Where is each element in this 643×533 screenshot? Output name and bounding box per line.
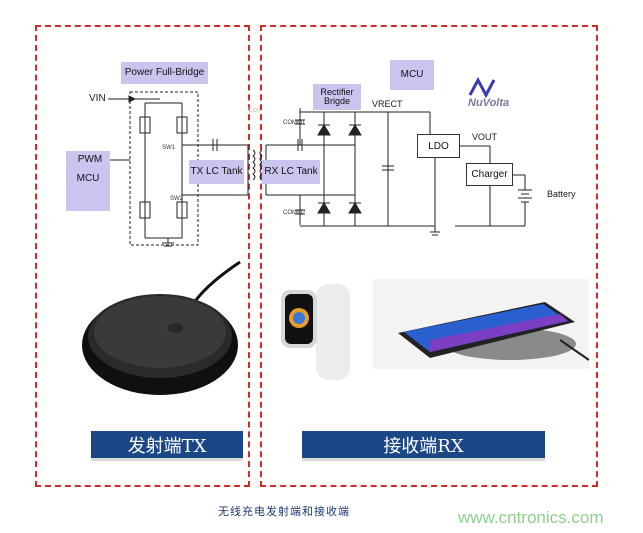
mosfet-q3 [139, 201, 151, 219]
rx-panel [260, 25, 598, 487]
comm2-label: COMM2 [283, 210, 306, 216]
sw2-label: SW2 [170, 196, 184, 202]
rx-coil [259, 149, 263, 181]
mosfet-q2 [176, 116, 188, 134]
diode-d1 [317, 124, 331, 136]
smartwatch-image [281, 284, 350, 380]
rx-tank-label: RX LC Tank [262, 160, 320, 184]
tx-mcu-box: PWM MCU [66, 151, 110, 211]
coil-label: Coil [248, 107, 261, 114]
rectifier-label: Rectifier Brigde [313, 84, 361, 110]
rx-mcu-box: MCU [390, 60, 434, 90]
full-bridge-label: Power Full-Bridge [121, 62, 208, 84]
mosfet-q4 [176, 201, 188, 219]
charger-box: Charger [466, 163, 513, 186]
rx-banner: 接收端RX [302, 431, 545, 461]
figure-caption: 无线充电发射端和接收端 [218, 505, 350, 518]
diode-d3 [317, 202, 331, 214]
phone-on-charger-image [373, 279, 590, 369]
tx-mcu-label: MCU [76, 172, 100, 184]
comm1-label: COMM1 [283, 120, 306, 126]
nuvolta-logo-text: NuVolta [468, 97, 510, 109]
full-bridge-outline [129, 91, 199, 246]
nuvolta-logo-mark [468, 76, 496, 99]
battery-label: Battery [547, 189, 576, 199]
tx-banner: 发射端TX [91, 431, 243, 461]
tx-coil [252, 149, 256, 181]
vrect-label: VRECT [372, 99, 403, 109]
sw1-label: SW1 [162, 145, 176, 151]
tx-tank-label: TX LC Tank [189, 160, 244, 184]
diode-d2 [348, 124, 362, 136]
pwm-label: PWM [77, 154, 103, 165]
watermark: www.cntronics.com [458, 508, 604, 527]
vout-label: VOUT [472, 132, 498, 142]
wireless-charger-pad-image [82, 260, 241, 395]
diode-d4 [348, 202, 362, 214]
ldo-box: LDO [417, 134, 460, 158]
vin-label: VIN [89, 93, 106, 104]
tx-panel [35, 25, 250, 487]
mosfet-q1 [139, 116, 151, 134]
